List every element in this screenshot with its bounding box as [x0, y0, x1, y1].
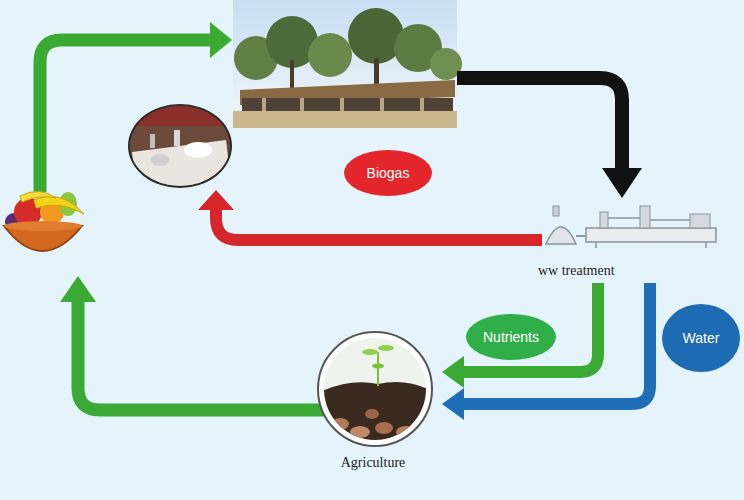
- treatment-plant-icon-part: [600, 212, 608, 228]
- fruit-bowl-part: [20, 191, 56, 202]
- agriculture-picture-part-part: [377, 352, 379, 386]
- harvest-arrow-part: [60, 276, 96, 302]
- agriculture-picture-part: [320, 336, 430, 446]
- treatment-plant-icon: [546, 206, 716, 248]
- kitchen-photo-part-part: [174, 130, 180, 146]
- arrow-head: [442, 356, 464, 388]
- black-flow-arrow-part: [602, 168, 642, 198]
- treatment-plant-icon-part: [546, 227, 576, 244]
- fruit-bowl-part: [34, 196, 84, 214]
- fruit-bowl: [4, 191, 84, 251]
- kitchen-photo-part-part: [128, 104, 232, 126]
- school-photo-part: [308, 33, 352, 77]
- biogas-arrow: [198, 190, 542, 240]
- school-photo-part: [340, 98, 344, 112]
- treatment-node: ww treatment: [528, 198, 724, 283]
- school-photo-part: [290, 60, 294, 90]
- treatment-plant-icon-part: [650, 219, 690, 221]
- agriculture-picture-part-part: [378, 345, 394, 351]
- agriculture-picture-part-part: [331, 418, 349, 430]
- node-label: ww treatment: [528, 262, 724, 280]
- fruit-bowl-part: [4, 221, 82, 231]
- agriculture-picture-part: [318, 332, 432, 446]
- harvest-arrow-part: [78, 300, 324, 410]
- badge-text: Nutrients: [483, 329, 539, 345]
- agriculture-picture-part-part: [375, 422, 393, 434]
- black-flow-arrow: [457, 78, 642, 198]
- agriculture-picture-part-part: [320, 382, 430, 446]
- food-arrow-part: [210, 22, 232, 58]
- treatment-plant-icon-part: [586, 228, 716, 242]
- harvest-arrow: [60, 276, 324, 410]
- agriculture-picture-part-part: [362, 349, 378, 355]
- kitchen-photo-part-part: [151, 154, 169, 166]
- agriculture-picture-part-part: [320, 336, 430, 446]
- kitchen-photo-part-part: [132, 140, 232, 190]
- school-photo-part: [233, 111, 457, 128]
- school-photo-part: [233, 0, 457, 128]
- flow-label-badge: Nutrients: [466, 314, 556, 360]
- food-arrow-part: [40, 40, 212, 192]
- treatment-plant-icon-part: [690, 214, 710, 228]
- badge-text: Water: [683, 330, 720, 346]
- arrow-head: [442, 388, 464, 420]
- school-photo: [233, 0, 462, 128]
- treatment-plant-icon-part: [608, 217, 640, 219]
- agriculture-picture-part-part: [396, 426, 416, 438]
- food-arrow: [40, 22, 232, 192]
- flow-label-badge: Water: [662, 304, 740, 372]
- node-label: Agriculture: [308, 454, 442, 472]
- kitchen-photo-part-part: [184, 142, 212, 158]
- biogas-arrow-part: [216, 210, 542, 240]
- school-photo-part: [262, 98, 266, 112]
- flow-arrow: [442, 283, 598, 388]
- school-photo-part: [300, 98, 304, 112]
- school-photo-part: [242, 98, 453, 112]
- flow-line: [462, 283, 598, 372]
- treatment-plant-icon-part: [705, 242, 707, 248]
- agriculture-picture: [318, 332, 432, 446]
- agriculture-node: Agriculture: [308, 328, 442, 475]
- kitchen-photo-part: [128, 104, 232, 190]
- biogas-arrow-part: [198, 190, 234, 210]
- treatment-plant-icon-part: [640, 206, 650, 228]
- agriculture-picture-part-part: [372, 364, 384, 369]
- treatment-plant-icon-part: [595, 242, 597, 248]
- kitchen-photo: [128, 104, 232, 190]
- agriculture-picture-part-part: [365, 409, 379, 419]
- school-photo-part: [374, 58, 379, 88]
- biogas-badge: Biogas: [344, 150, 432, 196]
- treatment-plant-icon-part: [553, 206, 559, 216]
- black-flow-arrow-part: [457, 78, 622, 170]
- flow-arrow: [442, 283, 650, 420]
- badge-text: Biogas: [367, 165, 410, 181]
- agriculture-picture-part-part: [350, 426, 370, 438]
- school-photo-part: [420, 98, 424, 112]
- flow-line: [462, 283, 650, 404]
- kitchen-photo-part-part: [150, 134, 155, 148]
- treatment-plant-icon-part: [576, 235, 586, 237]
- school-photo-part: [380, 98, 384, 112]
